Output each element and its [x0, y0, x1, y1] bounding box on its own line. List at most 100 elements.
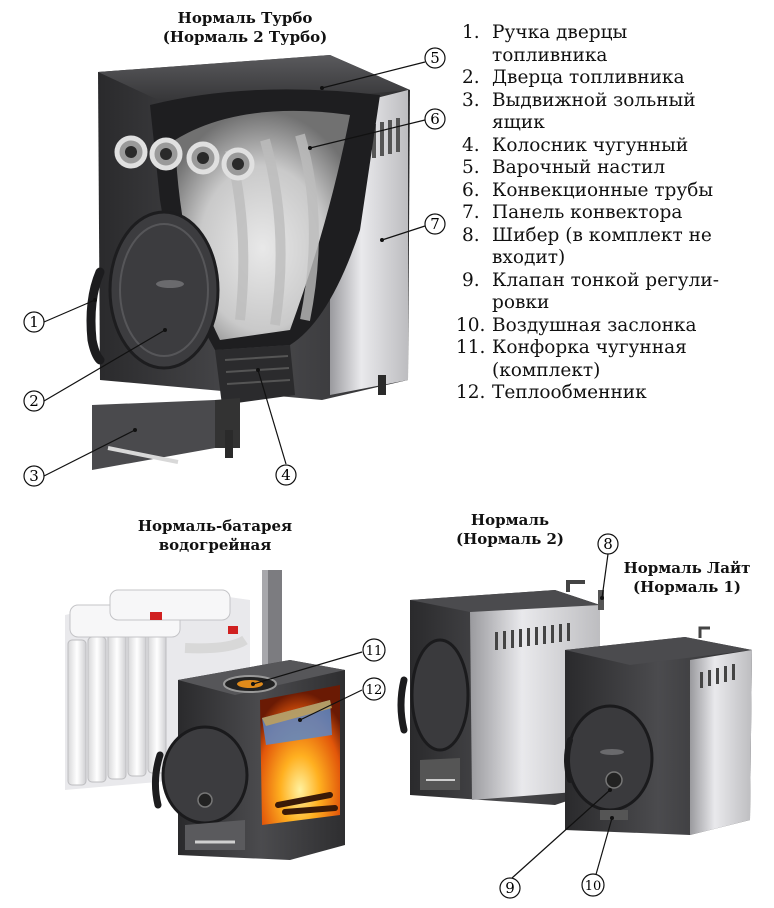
- legend-text-line: ящик: [492, 112, 545, 133]
- callout-9: 9: [499, 877, 521, 899]
- title-line-1: Нормаль-батарея: [137, 517, 293, 535]
- legend-number: 2.: [462, 67, 480, 88]
- vent-slots: [372, 118, 400, 158]
- svg-text:11: 11: [366, 644, 383, 659]
- legend-text-line: Варочный настил: [492, 157, 666, 178]
- firebox-door: [108, 210, 220, 370]
- legend-text-line: Клапан тонкой регули-: [492, 269, 719, 291]
- title-normal: Нормаль (Нормаль 2): [440, 511, 580, 549]
- title-line-1: Нормаль Лайт: [623, 559, 751, 577]
- turbo-stove: [86, 55, 410, 470]
- side-panel: [690, 650, 752, 835]
- air-damper: [600, 810, 628, 820]
- battery-stove: [65, 570, 345, 860]
- title-normal-battery: Нормаль-батарея водогрейная: [110, 517, 320, 555]
- legend-text-line: Колосник чугунный: [492, 134, 689, 156]
- legend-item: 5. Варочный настил: [462, 157, 767, 180]
- stove-door: [410, 638, 470, 752]
- svg-text:5: 5: [430, 49, 440, 67]
- callout-12: 12: [362, 677, 386, 701]
- legend-text-line: ровки: [492, 292, 550, 313]
- svg-text:4: 4: [281, 466, 291, 484]
- stove-top: [565, 637, 752, 665]
- fine-adjustment-valve: [605, 771, 623, 789]
- legend-number: 4.: [462, 134, 480, 156]
- legend-text-line: Воздушная заслонка: [492, 314, 697, 336]
- firewood: [275, 792, 338, 815]
- callout-7: 7: [424, 213, 446, 235]
- legend-item: 10. Воздушная заслонка: [456, 314, 767, 338]
- legend-item: 9. Клапан тонкой регули-ровки: [462, 270, 767, 315]
- callout-11: 11: [362, 638, 386, 662]
- callout-2: 2: [23, 390, 45, 412]
- svg-text:2: 2: [29, 392, 39, 410]
- title-line-2: (Нормаль 2): [455, 530, 565, 548]
- title-line-1: Нормаль: [470, 511, 550, 529]
- legend-item: 2. Дверца топливника: [462, 67, 767, 90]
- legend-text-line: Шибер (в комплект не: [492, 224, 712, 246]
- legend-text-line: Теплообменник: [492, 382, 647, 403]
- ash-drawer: [92, 398, 240, 470]
- legend-text-line: топливника: [492, 44, 608, 66]
- legend-number: 7.: [462, 202, 480, 223]
- callout-6: 6: [424, 108, 446, 130]
- legend-text-line: Дверца топливника: [492, 67, 685, 88]
- legend-item: 7. Панель конвектора: [462, 202, 767, 225]
- callout-10: 10: [581, 873, 605, 897]
- svg-text:1: 1: [29, 313, 39, 331]
- legend-text-line: Конфорка чугунная: [492, 337, 687, 358]
- callout-8: 8: [597, 533, 619, 555]
- normal-light-stove: [564, 626, 752, 835]
- svg-text:8: 8: [603, 535, 613, 553]
- title-line-2: (Нормаль 2 Турбо): [162, 28, 328, 46]
- legend-item: 4. Колосник чугунный: [462, 135, 767, 158]
- door-handle: [86, 267, 105, 365]
- legend-text-line: Конвекционные трубы: [492, 179, 714, 201]
- stove-door: [161, 725, 249, 825]
- svg-text:7: 7: [430, 215, 440, 233]
- leader-dots: [93, 86, 614, 820]
- title-normal-turbo: Нормаль Турбо (Нормаль 2 Турбо): [140, 9, 350, 47]
- cast-iron-grate: [215, 345, 295, 405]
- title-line-2: (Нормаль 1): [632, 578, 742, 596]
- legend-item: 6. Конвекционные трубы: [462, 180, 767, 203]
- legend-item: 12. Теплообменник: [456, 382, 767, 405]
- legend-number: 5.: [462, 157, 480, 178]
- legend-text-line: Выдвижной зольный: [492, 89, 696, 111]
- leader-lines: [43, 61, 613, 879]
- vent-slots: [495, 623, 570, 650]
- callout-4: 4: [275, 464, 297, 486]
- svg-text:3: 3: [29, 467, 39, 485]
- legend-number: 6.: [462, 179, 480, 201]
- svg-text:9: 9: [505, 879, 515, 897]
- legend-text-line: Панель конвектора: [492, 202, 683, 223]
- title-line-1: Нормаль Турбо: [177, 9, 313, 27]
- legend-number: 10.: [456, 314, 486, 336]
- vent-slots: [700, 664, 735, 688]
- legend-item: 11. Конфорка чугунная(комплект): [456, 337, 767, 382]
- svg-text:12: 12: [366, 683, 383, 698]
- legend-number: 12.: [456, 382, 486, 403]
- stove-top: [410, 590, 600, 612]
- legend-text-line: (комплект): [492, 359, 601, 381]
- legend-text-line: входит): [492, 247, 566, 268]
- callout-3: 3: [23, 465, 45, 487]
- title-line-2: водогрейная: [158, 536, 272, 554]
- svg-text:10: 10: [585, 879, 602, 894]
- title-normal-light: Нормаль Лайт (Нормаль 1): [612, 559, 762, 597]
- convection-tube-ends: [114, 135, 255, 181]
- legend-number: 11.: [456, 337, 486, 358]
- stove-door: [566, 704, 654, 812]
- legend-text-line: Ручка дверцы: [492, 22, 628, 43]
- legend-number: 1.: [462, 22, 480, 43]
- legend-number: 8.: [462, 224, 480, 246]
- callout-5: 5: [424, 47, 446, 69]
- svg-text:6: 6: [430, 110, 440, 128]
- legend-number: 9.: [462, 269, 480, 291]
- damper: [598, 590, 604, 610]
